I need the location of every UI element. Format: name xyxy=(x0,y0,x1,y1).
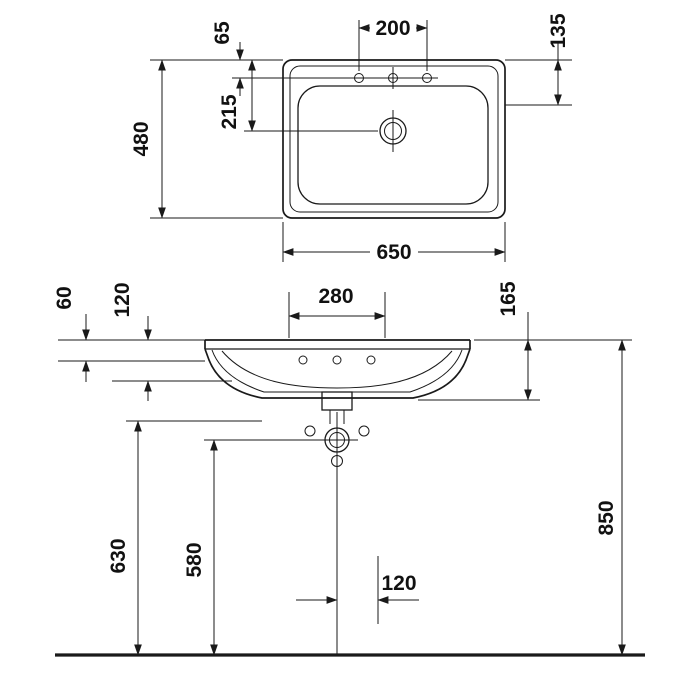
front-view-dimensions: 280 60 120 165 850 630 xyxy=(53,281,632,656)
dim-mounting-spacing-label: 280 xyxy=(318,285,353,308)
top-view-outline xyxy=(282,59,506,219)
dim-trap-height-label: 580 xyxy=(183,542,206,577)
dim-rim-edge-label: 60 xyxy=(53,286,76,309)
front-view-outline xyxy=(204,339,471,655)
top-view-dimensions: 200 65 215 480 135 650 xyxy=(130,13,572,264)
fixing-hole-right xyxy=(358,425,370,437)
fixing-hole-left xyxy=(304,425,316,437)
front-tap-hole-center xyxy=(332,355,342,365)
front-view: 280 60 120 165 850 630 xyxy=(53,281,632,656)
dim-rear-to-drain-label: 215 xyxy=(218,94,241,129)
front-tap-hole-right xyxy=(366,355,376,365)
dim-total-height-label: 850 xyxy=(595,500,618,535)
drain-fitting xyxy=(321,391,353,411)
dim-depth-label: 480 xyxy=(130,121,153,156)
front-tap-hole-left xyxy=(298,355,308,365)
dim-front-step-label: 120 xyxy=(111,282,134,317)
dim-side-height-label: 165 xyxy=(497,281,520,316)
dim-tap-spacing-label: 200 xyxy=(375,17,410,40)
dim-right-detail-label: 135 xyxy=(547,13,570,48)
dim-width-label: 650 xyxy=(376,241,411,264)
dim-underside-label: 630 xyxy=(107,538,130,573)
dim-outlet-offset-label: 120 xyxy=(381,572,416,595)
dim-rear-to-tap-label: 65 xyxy=(211,21,234,45)
top-view: 200 65 215 480 135 650 xyxy=(130,13,572,264)
